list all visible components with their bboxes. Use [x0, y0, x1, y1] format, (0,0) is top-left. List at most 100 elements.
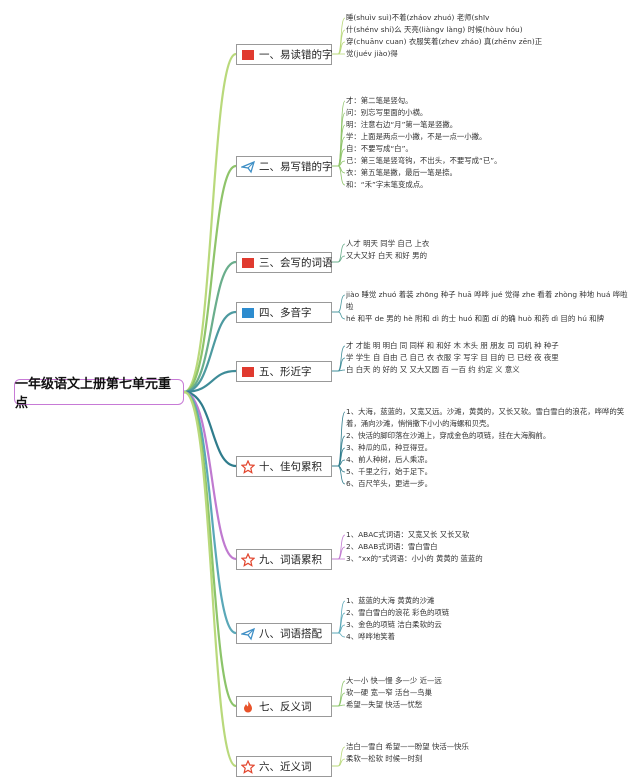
leaf-item: 1、大海，蓝蓝的，又宽又远。沙滩，黄黄的，又长又软。雪白雪白的浪花，哗哗的笑着，… — [346, 407, 625, 428]
leaf-item: 明：注意右边“月”第一笔是竖撇。 — [346, 120, 458, 129]
leaf-item: 4、前人种树，后人乘凉。 — [346, 455, 433, 464]
leaf-item: 学：上面是两点一小撇，不是一点一小撇。 — [346, 132, 487, 141]
leaf-connector — [337, 17, 346, 55]
leaf-connector — [337, 746, 346, 767]
leaf-item: 觉(juév jiào)得 — [346, 49, 398, 58]
leaf-item: 3、金色的项链 洁白柔软的云 — [346, 620, 442, 629]
branch-node[interactable]: 三、会写的词语 — [236, 252, 333, 273]
leaf-group: 大—小 快—慢 多—少 近—远软—硬 宽—窄 活台—鸟巢希望—失望 快活—忧愁 — [346, 675, 442, 711]
branch-node[interactable]: 十、佳句累积 — [236, 456, 332, 477]
leaf-group: 睡(shuìv suì)不着(zháov zhuó) 老师(shīv 什(shén… — [346, 12, 542, 60]
leaf-item: 和：“禾”字末笔变成点。 — [346, 180, 428, 189]
leaf-item: 又大又好 白天 和好 男的 — [346, 251, 427, 260]
leaf-connector — [337, 165, 346, 186]
leaf-item: 睡(shuìv suì)不着(zháov zhuó) 老师(shīv — [346, 13, 490, 22]
root-topic[interactable]: 一年级语文上册第七单元重点 — [14, 377, 184, 411]
leaf-item: 5、千里之行，始于足下。 — [346, 467, 433, 476]
branch-label: 六、近义词 — [259, 761, 312, 773]
leaf-group: 1、ABAC式词语：又宽又长 又长又软 2、ABAB式词语：雪白雪白 3、“xx的”… — [346, 529, 483, 565]
leaf-item: 大—小 快—慢 多—少 近—远 — [346, 676, 442, 685]
branch-node[interactable]: 六、近义词 — [236, 756, 332, 777]
leaf-connector — [337, 465, 346, 485]
leaf-item: 学 学生 自 自由 己 自己 衣 衣服 字 写字 目 目的 已 已经 夜 夜里 — [346, 353, 559, 362]
blue-flag-icon — [241, 306, 255, 320]
red-flag-icon — [241, 256, 255, 270]
leaf-group: 洁白—雪白 希望—一盼望 快活—快乐柔软—松软 时候—时刻 — [346, 741, 469, 765]
branch-label: 四、多音字 — [259, 307, 312, 319]
leaf-item: 才 才能 明 明白 同 同样 和 和好 木 木头 朋 朋友 司 司机 种 种子 — [346, 341, 559, 350]
leaf-item: 自：不要写成“白”。 — [346, 144, 413, 153]
leaf-item: 软—硬 宽—窄 活台—鸟巢 — [346, 688, 432, 697]
leaf-item: 才：第二笔是竖勾。 — [346, 96, 413, 105]
leaf-item: 1、蓝蓝的大海 黄黄的沙滩 — [346, 596, 435, 605]
root-connector — [183, 390, 237, 468]
red-flag-icon — [241, 48, 255, 62]
red-flag-icon — [241, 365, 255, 379]
leaf-item: 2、雪白雪白的浪花 彩色的项链 — [346, 608, 450, 617]
root-connector — [183, 369, 237, 394]
root-connector — [183, 390, 237, 768]
leaf-connector — [337, 369, 346, 372]
paper-plane-icon — [239, 160, 256, 174]
leaf-connector — [337, 411, 346, 467]
leaf-item: 4、哗哗地笑着 — [346, 632, 396, 641]
leaf-group: jiào 睡觉 zhuó 着装 zhōng 种子 huā 哗哗 jué 觉得 z… — [346, 289, 628, 325]
branch-node[interactable]: 四、多音字 — [236, 302, 332, 323]
branch-node[interactable]: 五、形近字 — [236, 361, 332, 382]
leaf-item: 人才 明天 同学 自己 上衣 — [346, 239, 430, 248]
fire-icon — [241, 700, 255, 714]
star-icon — [240, 459, 256, 474]
leaf-item: jiào 睡觉 zhuó 着装 zhōng 种子 huā 哗哗 jué 觉得 z… — [346, 290, 628, 311]
leaf-group: 才 才能 明 明白 同 同样 和 和好 木 木头 朋 朋友 司 司机 种 种子学… — [346, 340, 559, 376]
star-icon — [240, 759, 256, 774]
leaf-connector — [337, 294, 346, 313]
branch-label: 十、佳句累积 — [259, 461, 322, 473]
leaf-item: 3、种瓜的瓜，种豆得豆。 — [346, 443, 433, 452]
branch-label: 八、词语搭配 — [259, 628, 322, 640]
leaf-connector — [337, 692, 346, 707]
leaf-item: 柔软—松软 时候—时刻 — [346, 754, 423, 763]
leaf-group: 1、蓝蓝的大海 黄黄的沙滩 2、雪白雪白的浪花 彩色的项链 3、金色的项链 洁白柔软… — [346, 595, 449, 643]
root-connector — [183, 260, 237, 394]
branch-node[interactable]: 七、反义词 — [236, 696, 332, 717]
branch-node[interactable]: 二、易写错的字 — [236, 156, 333, 177]
root-connector — [183, 164, 237, 394]
leaf-connector — [337, 243, 346, 263]
leaf-connector — [337, 758, 346, 767]
leaf-connector — [337, 704, 346, 707]
leaf-connector — [337, 311, 346, 320]
leaf-item: 己：第三笔是竖弯钩，不出头，不要写成“已”。 — [346, 156, 502, 165]
branch-label: 五、形近字 — [259, 366, 312, 378]
leaf-connector — [337, 546, 346, 560]
leaf-connector — [337, 632, 346, 638]
leaf-group: 才：第二笔是竖勾。问：别忘写里面的小横。明：注意右边“月”第一笔是竖撇。学：上面… — [346, 95, 501, 191]
branch-label: 七、反义词 — [259, 701, 312, 713]
leaf-item: 3、“xx的”式词语：小小的 黄黄的 蓝蓝的 — [346, 554, 483, 563]
root-connector — [183, 310, 237, 394]
leaf-item: 什(shénv shí)么 天亮(liàngv làng) 时候(hòuv hó… — [346, 25, 523, 34]
leaf-item: 洁白—雪白 希望—一盼望 快活—快乐 — [346, 742, 469, 751]
branch-label: 一、易读错的字 — [259, 49, 333, 61]
branch-node[interactable]: 一、易读错的字 — [236, 44, 333, 65]
leaf-item: 衣：第五笔是撇，最后一笔是捺。 — [346, 168, 457, 177]
leaf-connector — [337, 255, 346, 263]
branch-node[interactable]: 八、词语搭配 — [236, 623, 332, 644]
leaf-item: 6、百尺竿头，更进一步。 — [346, 479, 433, 488]
leaf-group: 人才 明天 同学 自己 上衣又大又好 白天 和好 男的 — [346, 238, 429, 262]
branch-label: 九、词语累积 — [259, 554, 322, 566]
leaf-item: 2、ABAB式词语：雪白雪白 — [346, 542, 438, 551]
leaf-connector — [337, 357, 346, 372]
leaf-item: 穿(chuānv cuan) 衣服笑着(zhev zháo) 真(zhēnv z… — [346, 37, 543, 46]
root-connector — [183, 390, 237, 635]
paper-plane-icon — [239, 627, 256, 641]
branch-node[interactable]: 九、词语累积 — [236, 549, 332, 570]
leaf-item: 2、快活的脚印落在沙滩上，穿成金色的项链，挂在大海胸前。 — [346, 431, 551, 440]
leaf-item: 问：别忘写里面的小横。 — [346, 108, 428, 117]
root-connector — [183, 52, 237, 394]
leaf-connector — [337, 435, 346, 467]
leaf-item: hé 和平 de 男的 hè 附和 dì 的士 huó 和面 dí 的确 huò… — [346, 314, 605, 323]
root-connector — [183, 390, 237, 561]
leaf-item: 1、ABAC式词语：又宽又长 又长又软 — [346, 530, 470, 539]
leaf-item: 希望—失望 快活—忧愁 — [346, 700, 423, 709]
